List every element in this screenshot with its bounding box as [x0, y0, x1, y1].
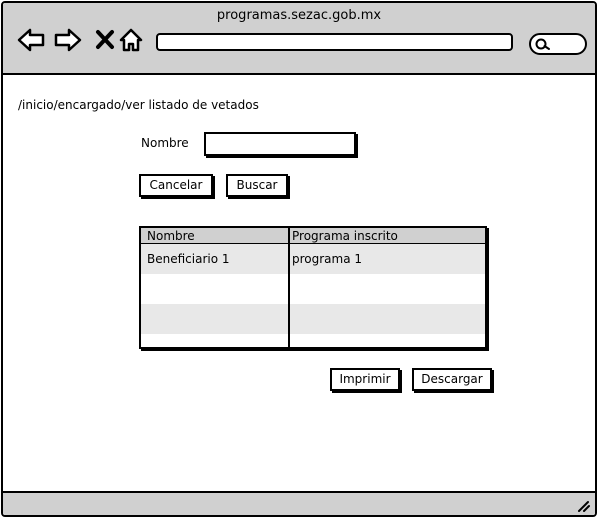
table-row[interactable]: [141, 334, 485, 347]
vetados-table: Nombre Programa inscrito Beneficiario 1 …: [139, 226, 487, 349]
print-button[interactable]: Imprimir: [330, 368, 400, 391]
table-row-bg: [141, 244, 485, 274]
search-icon: [535, 38, 550, 50]
forward-arrow-icon[interactable]: [53, 25, 83, 55]
breadcrumb: /inicio/encargado/ver listado de vetados: [18, 98, 259, 112]
download-button[interactable]: Descargar: [412, 368, 492, 391]
cell-nombre: Beneficiario 1: [147, 252, 230, 266]
resize-grip-icon[interactable]: [575, 497, 591, 513]
cancel-button[interactable]: Cancelar: [139, 174, 213, 197]
address-bar[interactable]: [156, 33, 513, 51]
column-header-programa[interactable]: Programa inscrito: [292, 229, 398, 243]
nombre-label: Nombre: [141, 136, 189, 150]
column-header-nombre[interactable]: Nombre: [147, 229, 195, 243]
browser-search-box[interactable]: [529, 33, 587, 55]
table-row-content[interactable]: Beneficiario 1 programa 1: [141, 244, 485, 274]
table-header: Nombre Programa inscrito: [141, 228, 485, 244]
table-row[interactable]: [141, 304, 485, 334]
search-button[interactable]: Buscar: [226, 174, 288, 197]
nombre-input[interactable]: [204, 132, 356, 156]
back-arrow-icon[interactable]: [16, 25, 46, 55]
cell-programa: programa 1: [292, 252, 363, 266]
table-row[interactable]: [141, 274, 485, 304]
close-icon[interactable]: [91, 25, 121, 55]
window-title: programas.sezac.gob.mx: [216, 8, 382, 23]
home-icon[interactable]: [118, 25, 148, 55]
column-divider: [288, 228, 290, 347]
status-bar: [3, 491, 595, 515]
browser-toolbar: programas.sezac.gob.mx: [3, 3, 595, 75]
